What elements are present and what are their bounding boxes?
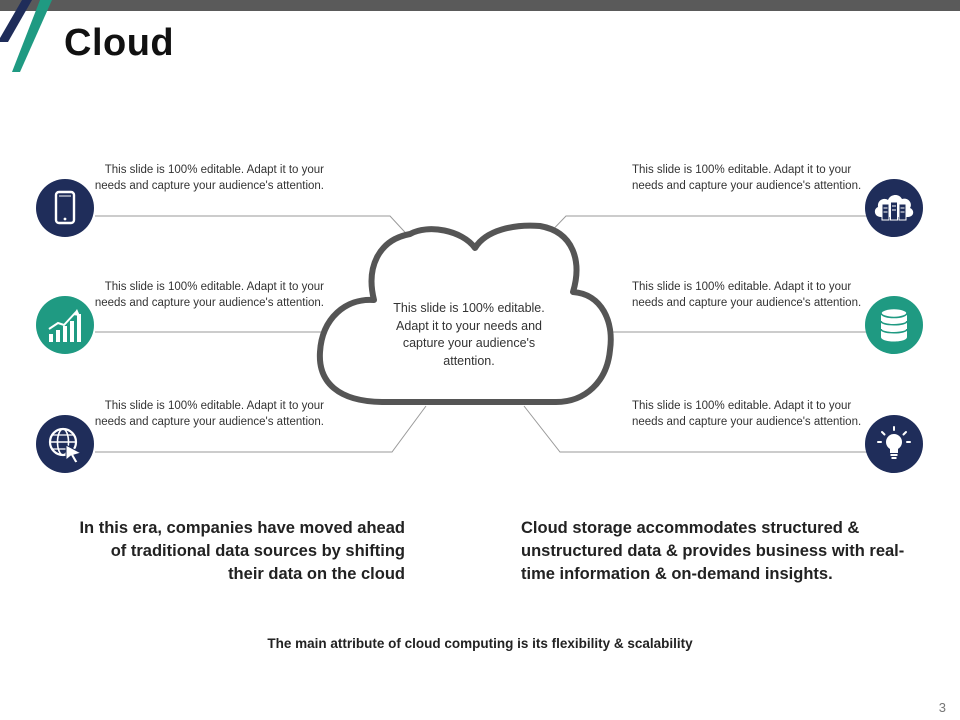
statement-right: Cloud storage accommodates structured & … <box>521 519 905 583</box>
item-text-left-1: This slide is 100% editable. Adapt it to… <box>94 164 324 192</box>
cloud-text: This slide is 100% editable. Adapt it to… <box>393 301 545 368</box>
growth-chart-icon <box>36 296 94 354</box>
item-text-left-3: This slide is 100% editable. Adapt it to… <box>94 400 324 428</box>
item-text-left-2: This slide is 100% editable. Adapt it to… <box>94 281 324 309</box>
globe-cursor-icon <box>36 415 94 473</box>
item-text-right-3: This slide is 100% editable. Adapt it to… <box>632 400 862 428</box>
lightbulb-icon <box>865 415 923 473</box>
smartphone-icon <box>36 179 94 237</box>
item-text-right-1: This slide is 100% editable. Adapt it to… <box>632 164 862 192</box>
cloud-servers-icon <box>865 179 923 237</box>
slide-title: Cloud <box>64 22 175 64</box>
title-accent-stripes <box>0 0 52 72</box>
item-text-right-2: This slide is 100% editable. Adapt it to… <box>632 281 862 309</box>
statement-left: In this era, companies have moved ahead … <box>79 519 405 583</box>
page-number: 3 <box>938 700 946 715</box>
database-icon <box>865 296 923 354</box>
footer-text: The main attribute of cloud computing is… <box>267 636 693 651</box>
top-bar <box>0 0 960 11</box>
